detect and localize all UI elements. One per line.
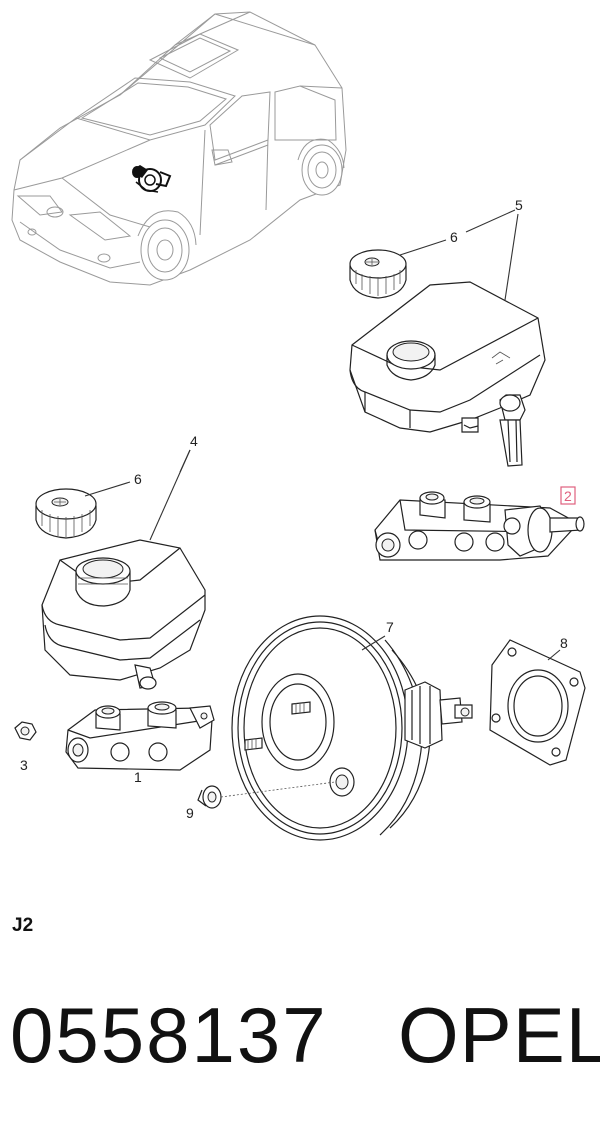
grid-code: J2 bbox=[12, 915, 34, 936]
callout-9: 9 bbox=[186, 805, 194, 821]
callout-6-upper: 6 bbox=[450, 229, 458, 245]
brand-name: OPEL bbox=[398, 991, 600, 1079]
leader-lines bbox=[84, 209, 561, 661]
booster-gasket bbox=[489, 639, 586, 766]
callout-6-lower: 6 bbox=[134, 471, 142, 487]
callout-5: 5 bbox=[515, 197, 523, 213]
brake-unit-location-marker bbox=[132, 165, 172, 193]
callout-3: 3 bbox=[20, 757, 28, 773]
brake-master-cylinder-complete bbox=[374, 491, 585, 561]
callout-7: 7 bbox=[386, 619, 394, 635]
callout-8: 8 bbox=[560, 635, 568, 651]
hex-nut bbox=[14, 721, 37, 741]
brake-fluid-reservoir-upper bbox=[349, 281, 546, 467]
master-cylinder-body bbox=[65, 701, 215, 771]
callout-2: 2 bbox=[564, 488, 572, 504]
callout-1: 1 bbox=[134, 769, 142, 785]
brake-booster bbox=[231, 615, 473, 841]
reservoir-cap-lower bbox=[35, 488, 97, 539]
parts-diagram: 5 6 2 4 6 7 8 3 1 9 bbox=[11, 11, 586, 841]
brake-fluid-reservoir-lower bbox=[41, 539, 206, 690]
part-number: 0558137 bbox=[10, 991, 328, 1079]
vacuum-grommet bbox=[197, 781, 336, 809]
callout-4: 4 bbox=[190, 433, 198, 449]
callout-2-highlight: 2 bbox=[560, 486, 576, 505]
car-overview-illustration bbox=[11, 11, 347, 286]
reservoir-cap-upper bbox=[349, 249, 407, 299]
